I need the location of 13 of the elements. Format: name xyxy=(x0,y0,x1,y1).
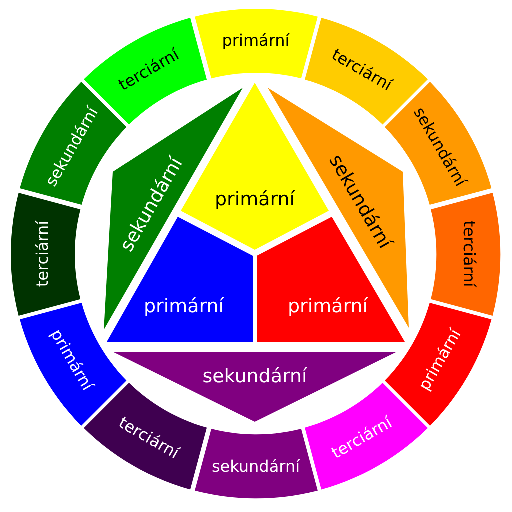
wheel-inner-section xyxy=(181,83,329,250)
segment-label: sekundární xyxy=(202,366,308,388)
wheel-ring-segment xyxy=(431,192,501,316)
segment-label: primární xyxy=(214,190,296,210)
segment-label: primární xyxy=(288,296,368,318)
segment-label: terciární xyxy=(34,220,52,288)
wheel-ring-segment xyxy=(194,9,318,79)
segment-label: primární xyxy=(222,32,290,50)
segment-label: sekundární xyxy=(212,458,300,476)
segment-label: primární xyxy=(144,296,224,318)
wheel-ring-segment xyxy=(11,192,81,316)
segment-label: terciární xyxy=(460,220,478,288)
wheel-ring-segment xyxy=(194,429,318,499)
